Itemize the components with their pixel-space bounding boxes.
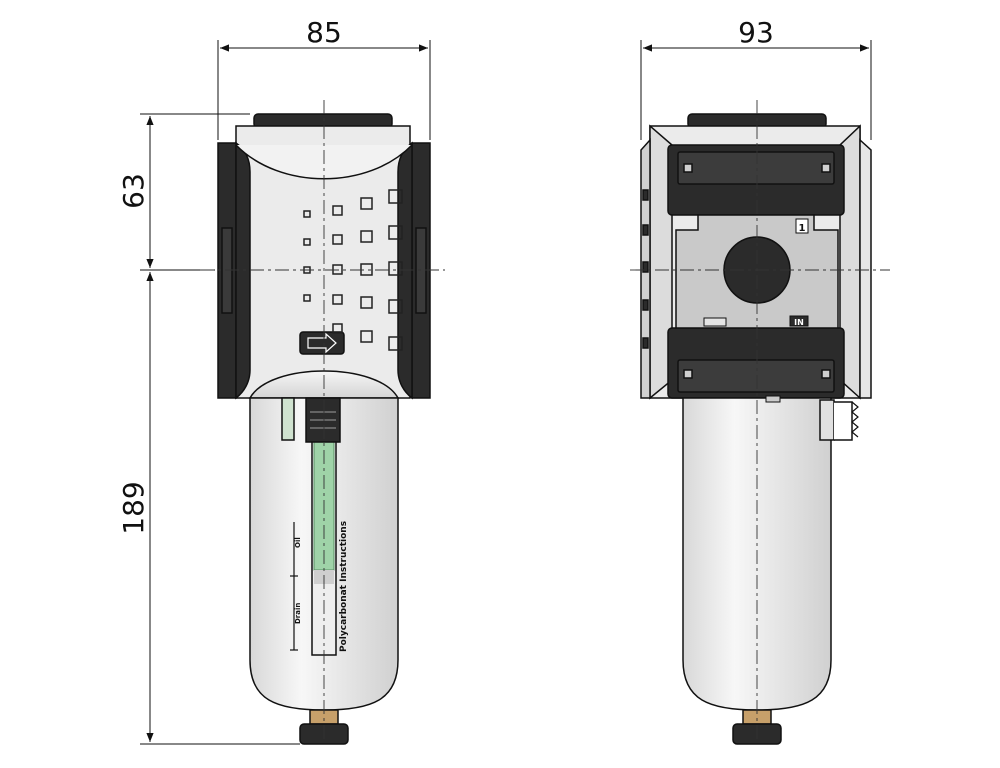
front-view [217,113,431,745]
dim-side-width: 93 [738,16,774,49]
scale-bottom-label: Drain [294,603,302,624]
side-view [640,113,872,745]
center-lines [200,100,890,740]
dimension-lines [140,40,872,745]
front-vent-grid [303,189,403,351]
dim-lower-height: 189 [117,481,150,534]
dim-front-width: 85 [306,16,342,49]
port-in-label: IN [794,318,804,327]
arrow-right-icon [307,332,337,354]
bowl-instructions-text: Polycarbonat Instructions [339,521,349,652]
port-number-label: 1 [799,223,806,234]
scale-top-label: Oil [294,537,302,548]
dim-upper-height: 63 [117,173,150,209]
